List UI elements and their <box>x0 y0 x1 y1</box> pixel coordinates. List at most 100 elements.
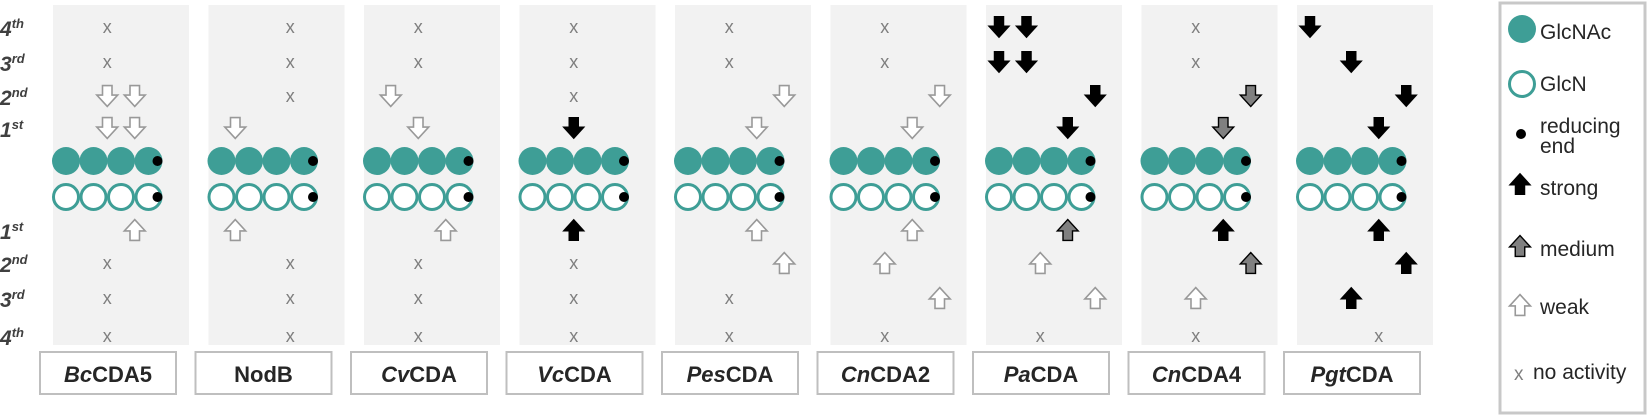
enzyme-name: PaCDA <box>1004 362 1079 387</box>
glcn-unit <box>262 183 291 211</box>
legend-medium-label: medium <box>1540 238 1615 261</box>
glcnac-unit <box>756 147 785 175</box>
legend-medium-arrow <box>1507 234 1533 258</box>
weak-arrow-up <box>771 251 797 275</box>
weak-arrow-down <box>222 116 248 140</box>
legend-weak-arrow-shape <box>1507 293 1533 317</box>
glcnac-unit <box>418 147 446 175</box>
legend-reducing-line2: end <box>1540 135 1575 158</box>
glcnac-unit <box>107 147 135 175</box>
legend-glcn-label: GlcN <box>1540 73 1587 96</box>
weak-arrow-down <box>122 84 148 108</box>
row-label-bottom-1: 1st <box>0 219 24 244</box>
glcn-unit <box>1168 183 1196 211</box>
glcnac-unit <box>985 147 1013 175</box>
legend-glcn-swatch <box>1508 70 1536 98</box>
enzyme-name-genus: Cn <box>1152 362 1181 387</box>
strong-arrow-up <box>1211 218 1235 241</box>
glcnac-unit <box>262 147 291 175</box>
strong-arrow-down <box>1367 117 1391 140</box>
enzyme-name-suffix: CDA <box>564 362 612 387</box>
no-activity-mark: x <box>725 52 734 72</box>
strong-arrow-down <box>1339 51 1363 74</box>
no-activity-mark: x <box>103 326 112 346</box>
no-activity-mark: x <box>725 288 734 308</box>
glcn-unit <box>1323 183 1352 211</box>
no-activity-mark: x <box>286 17 295 37</box>
row-label-suffix: st <box>12 219 24 234</box>
medium-arrow-up <box>1055 218 1080 242</box>
no-activity-mark: x <box>414 288 423 308</box>
strong-arrow-down <box>562 117 586 140</box>
strong-arrow-down <box>987 16 1011 39</box>
legend-frame <box>1498 1 1647 415</box>
strong-arrow-up <box>1339 286 1363 309</box>
reducing-end-dot <box>774 156 785 166</box>
no-activity-mark: x <box>103 52 112 72</box>
enzyme-name: PesCDA <box>687 362 774 387</box>
weak-arrow-down <box>405 116 431 140</box>
glcnac-unit <box>390 147 419 175</box>
glcnac-unit <box>912 147 940 175</box>
weak-arrow-down <box>771 84 797 108</box>
no-activity-mark: x <box>725 17 734 37</box>
reducing-end-dot <box>1241 156 1251 166</box>
glcn-unit <box>1012 183 1041 211</box>
enzyme-name-suffix: CDA <box>1031 362 1079 387</box>
enzyme-name-suffix: CDA4 <box>1181 362 1242 387</box>
no-activity-mark: x <box>880 17 889 37</box>
legend-reducing-line1: reducing <box>1540 115 1621 138</box>
strong-arrow-down <box>1014 16 1039 39</box>
glcnac-unit <box>235 147 263 175</box>
reducing-end-dot <box>1396 156 1407 166</box>
glcn-unit <box>107 183 135 211</box>
strong-arrow-down <box>1394 85 1418 108</box>
row-label-number: 1 <box>0 119 12 142</box>
strong-arrow-up <box>562 218 586 241</box>
legend-no-activity-label: no activity <box>1533 361 1627 384</box>
reducing-end-dot <box>1085 192 1096 202</box>
enzyme-name: VcCDA <box>537 362 612 387</box>
reducing-end-dot <box>152 156 163 166</box>
glcnac-unit <box>729 147 757 175</box>
weak-arrow-up <box>222 218 248 242</box>
glcn-unit <box>857 183 885 211</box>
glcnac-unit <box>134 147 163 175</box>
glcnac-unit <box>1296 147 1324 175</box>
glcnac-unit <box>674 147 702 175</box>
glcnac-unit <box>363 147 391 175</box>
weak-arrow-up <box>122 218 148 242</box>
enzyme-label-box <box>505 351 644 395</box>
strong-arrow-down <box>1083 85 1107 108</box>
reducing-end-dot <box>930 156 940 166</box>
no-activity-mark: x <box>725 326 734 346</box>
glcnac-unit <box>884 147 913 175</box>
enzyme-label-box <box>1283 351 1421 395</box>
enzyme-name-suffix: CDA <box>409 362 457 387</box>
strong-arrow-down <box>1298 16 1322 39</box>
legend-weak-label: weak <box>1539 296 1590 319</box>
row-label-number: 1 <box>0 221 12 244</box>
weak-arrow-up <box>433 218 459 242</box>
legend-x-symbol: x <box>1514 364 1524 385</box>
glcnac-unit <box>1012 147 1041 175</box>
glcn-unit <box>884 183 913 211</box>
glcn-unit <box>52 183 80 211</box>
no-activity-mark: x <box>286 52 295 72</box>
glcnac-unit <box>1378 147 1407 175</box>
row-label-top-3: 2nd <box>0 85 29 110</box>
glcnac-unit <box>857 147 885 175</box>
glcnac-unit <box>1195 147 1224 175</box>
reducing-end-dot <box>1085 156 1096 166</box>
enzyme-name-genus: Pgt <box>1310 362 1347 387</box>
glcnac-unit <box>207 147 236 175</box>
glcnac-unit <box>1140 147 1169 175</box>
weak-arrow-down <box>899 116 925 140</box>
weak-arrow-up <box>1183 286 1209 310</box>
no-activity-mark: x <box>414 52 423 72</box>
weak-arrow-down <box>927 84 953 108</box>
